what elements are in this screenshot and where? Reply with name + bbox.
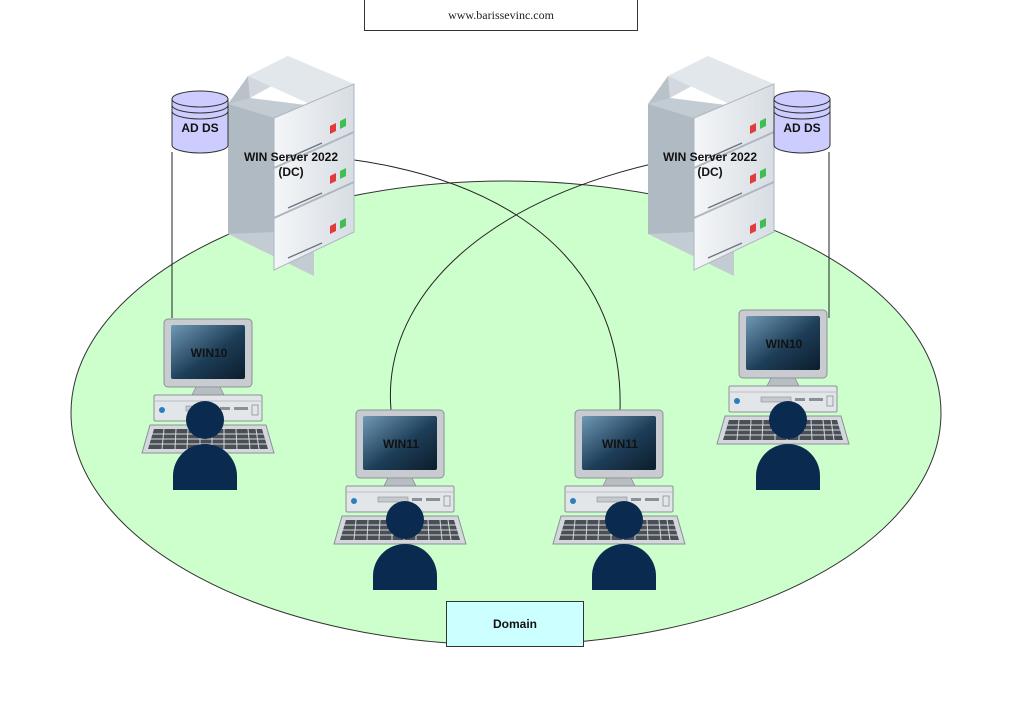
server-left-role: (DC) xyxy=(278,165,303,179)
server-left-name: WIN Server 2022 xyxy=(244,150,338,164)
ad-ds-left: AD DS xyxy=(171,90,229,154)
website-url-box: www.barissevinc.com xyxy=(364,0,638,31)
domain-label-box: Domain xyxy=(446,601,584,647)
ad-ds-right-label: AD DS xyxy=(783,121,820,135)
client-win11-left: WIN11 xyxy=(333,409,467,545)
server-right-role: (DC) xyxy=(697,165,722,179)
client-win11-right: WIN11 xyxy=(552,409,686,545)
server-right-name: WIN Server 2022 xyxy=(663,150,757,164)
website-url: www.barissevinc.com xyxy=(448,7,554,22)
client-win10-right: WIN10 xyxy=(716,309,850,445)
client-win10-left: WIN10 xyxy=(141,318,275,454)
client-label: WIN11 xyxy=(383,437,419,451)
client-label: WIN10 xyxy=(191,346,228,360)
ad-ds-left-label: AD DS xyxy=(181,121,218,135)
client-label: WIN11 xyxy=(602,437,638,451)
domain-label: Domain xyxy=(492,617,537,631)
ad-ds-right: AD DS xyxy=(773,90,831,154)
client-label: WIN10 xyxy=(766,337,803,351)
